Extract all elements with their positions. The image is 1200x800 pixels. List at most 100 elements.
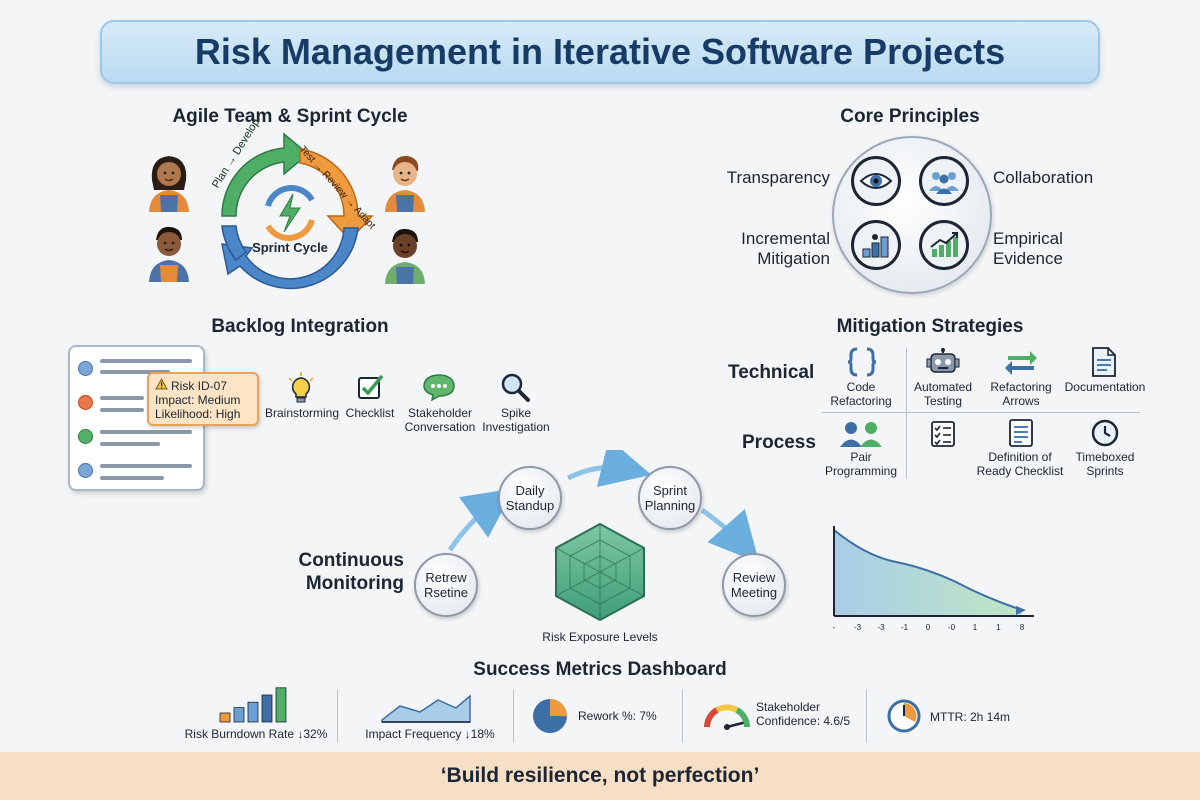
burndown-tick-label: -0 bbox=[948, 623, 956, 632]
radar-label: Risk Exposure Levels bbox=[542, 630, 658, 644]
backlog-item-line bbox=[100, 476, 164, 480]
backlog-item-line bbox=[100, 408, 144, 412]
backlog-item-line bbox=[100, 370, 170, 374]
backlog-item-line bbox=[100, 430, 192, 434]
principle-transparency: Transparency bbox=[726, 168, 830, 187]
burndown-bar bbox=[219, 712, 231, 723]
backlog-item-dot bbox=[78, 429, 93, 444]
burndown-tick-label: 1 bbox=[996, 623, 1001, 632]
team-icon bbox=[919, 156, 969, 206]
burndown-bar bbox=[247, 701, 259, 723]
metric-divider bbox=[337, 690, 338, 742]
strategy-pair-programming: Pair Programming bbox=[824, 450, 898, 478]
principle-incremental-mitigation: Incremental Mitigation bbox=[741, 229, 830, 268]
node-review-meeting[interactable]: Review Meeting bbox=[722, 553, 786, 617]
footer-quote: ‘Build resilience, not perfection’ bbox=[440, 764, 760, 787]
warning-icon bbox=[155, 377, 168, 393]
plan-develop-arrow bbox=[221, 132, 310, 217]
principles-heading: Core Principles bbox=[840, 106, 980, 127]
sprint-cycle-diagram bbox=[200, 128, 380, 308]
risk-likelihood: Likelihood: High bbox=[155, 407, 241, 421]
burndown-area bbox=[834, 530, 1022, 616]
strategy-automated-testing: Automated Testing bbox=[913, 380, 973, 408]
backlog-item-line bbox=[100, 464, 192, 468]
strategy-refactoring-arrows: Refactoring Arrows bbox=[990, 380, 1052, 408]
burndown-tick-label: 8 bbox=[1020, 623, 1025, 632]
risk-id: Risk ID-07 bbox=[171, 378, 228, 393]
page-title: Risk Management in Iterative Software Pr… bbox=[194, 31, 1006, 72]
braces-icon bbox=[846, 347, 878, 382]
team-member-avatar bbox=[144, 150, 194, 212]
backlog-item-line bbox=[100, 359, 192, 363]
burndown-tick-label: 1 bbox=[973, 623, 978, 632]
monitoring-heading: Continuous Monitoring bbox=[298, 550, 404, 594]
metric-stakeholder-confidence: Stakeholder Confidence: 4.6/5 bbox=[756, 700, 851, 728]
team-member-avatar bbox=[380, 150, 430, 212]
backlog-item-dot bbox=[78, 361, 93, 376]
checklist-icon bbox=[930, 420, 956, 453]
test-review-adapt-arrow bbox=[299, 148, 374, 242]
strategy-timeboxed-sprints: Timeboxed Sprints bbox=[1075, 450, 1135, 478]
metric-rework: Rework %: 7% bbox=[578, 709, 657, 723]
sprint-cycle-label: Sprint Cycle bbox=[252, 240, 328, 255]
list-doc-icon bbox=[1008, 418, 1034, 453]
metrics-heading: Success Metrics Dashboard bbox=[473, 659, 727, 680]
rework-pie-chart bbox=[533, 699, 567, 733]
principle-empirical-evidence: Empirical Evidence bbox=[993, 229, 1063, 268]
eye-icon bbox=[851, 156, 901, 206]
metric-mttr: MTTR: 2h 14m bbox=[930, 710, 1011, 724]
pair-icon bbox=[838, 420, 884, 453]
metric-divider bbox=[682, 690, 683, 742]
impact-frequency-chart bbox=[381, 694, 471, 723]
burndown-bar bbox=[261, 694, 273, 723]
mttr-timer-icon bbox=[887, 699, 921, 733]
monitoring-flow-arrows bbox=[447, 450, 760, 563]
strategy-documentation: Documentation bbox=[1064, 380, 1146, 394]
metric-divider bbox=[513, 690, 514, 742]
team-member-avatar bbox=[380, 222, 430, 284]
team-member-avatar bbox=[144, 220, 194, 282]
backlog-item-line bbox=[100, 442, 160, 446]
rework-slice bbox=[550, 699, 567, 717]
risk-tag-card[interactable]: Risk ID-07 Impact: Medium Likelihood: Hi… bbox=[147, 372, 259, 426]
strategy-code-refactoring: Code Refactoring bbox=[830, 380, 892, 408]
document-icon bbox=[1091, 346, 1117, 383]
principles-wheel bbox=[832, 136, 992, 294]
lightbulb-icon bbox=[286, 372, 316, 409]
robot-icon bbox=[926, 348, 960, 383]
technical-row-label: Technical bbox=[728, 362, 815, 383]
node-daily-standup[interactable]: Daily Standup bbox=[498, 466, 562, 530]
backlog-item-dot bbox=[78, 395, 93, 410]
growth-chart-icon bbox=[919, 220, 969, 270]
burndown-line bbox=[833, 529, 1023, 611]
burndown-tick-label: -1 bbox=[901, 623, 909, 632]
backlog-item-line bbox=[100, 396, 144, 400]
footer-banner: ‘Build resilience, not perfection’ bbox=[0, 752, 1200, 800]
metric-impact-frequency: Impact Frequency ↓18% bbox=[365, 727, 495, 741]
agile-heading: Agile Team & Sprint Cycle bbox=[172, 106, 408, 127]
process-row-label: Process bbox=[742, 432, 816, 453]
burndown-bar bbox=[233, 707, 245, 723]
tool-brainstorming: Brainstorming bbox=[264, 406, 340, 420]
magnifier-icon bbox=[499, 371, 531, 408]
mitigation-heading: Mitigation Strategies bbox=[836, 316, 1024, 337]
strategy-definition-of-ready: Definition of Ready Checklist bbox=[976, 450, 1064, 478]
chat-bubble-icon bbox=[422, 373, 456, 406]
node-sprint-planning[interactable]: Sprint Planning bbox=[638, 466, 702, 530]
confidence-gauge bbox=[704, 704, 750, 730]
burndown-bars-chart bbox=[219, 687, 287, 723]
risk-radar-chart bbox=[555, 522, 645, 622]
burndown-bar bbox=[275, 687, 287, 723]
title-banner: Risk Management in Iterative Software Pr… bbox=[100, 20, 1100, 84]
burndown-tick-label: - bbox=[833, 623, 836, 632]
risk-impact: Impact: Medium bbox=[155, 393, 241, 407]
burndown-tick-label: -3 bbox=[877, 623, 885, 632]
rising-blocks-icon bbox=[851, 220, 901, 270]
node-retrospective[interactable]: Retrew Rsetine bbox=[414, 553, 478, 617]
cycle-return-arrow bbox=[221, 227, 359, 290]
burndown-tick-label: -3 bbox=[854, 623, 862, 632]
metric-risk-burndown: Risk Burndown Rate ↓32% bbox=[184, 727, 328, 741]
backlog-item-dot bbox=[78, 463, 93, 478]
mitigation-row-divider bbox=[822, 412, 1140, 413]
